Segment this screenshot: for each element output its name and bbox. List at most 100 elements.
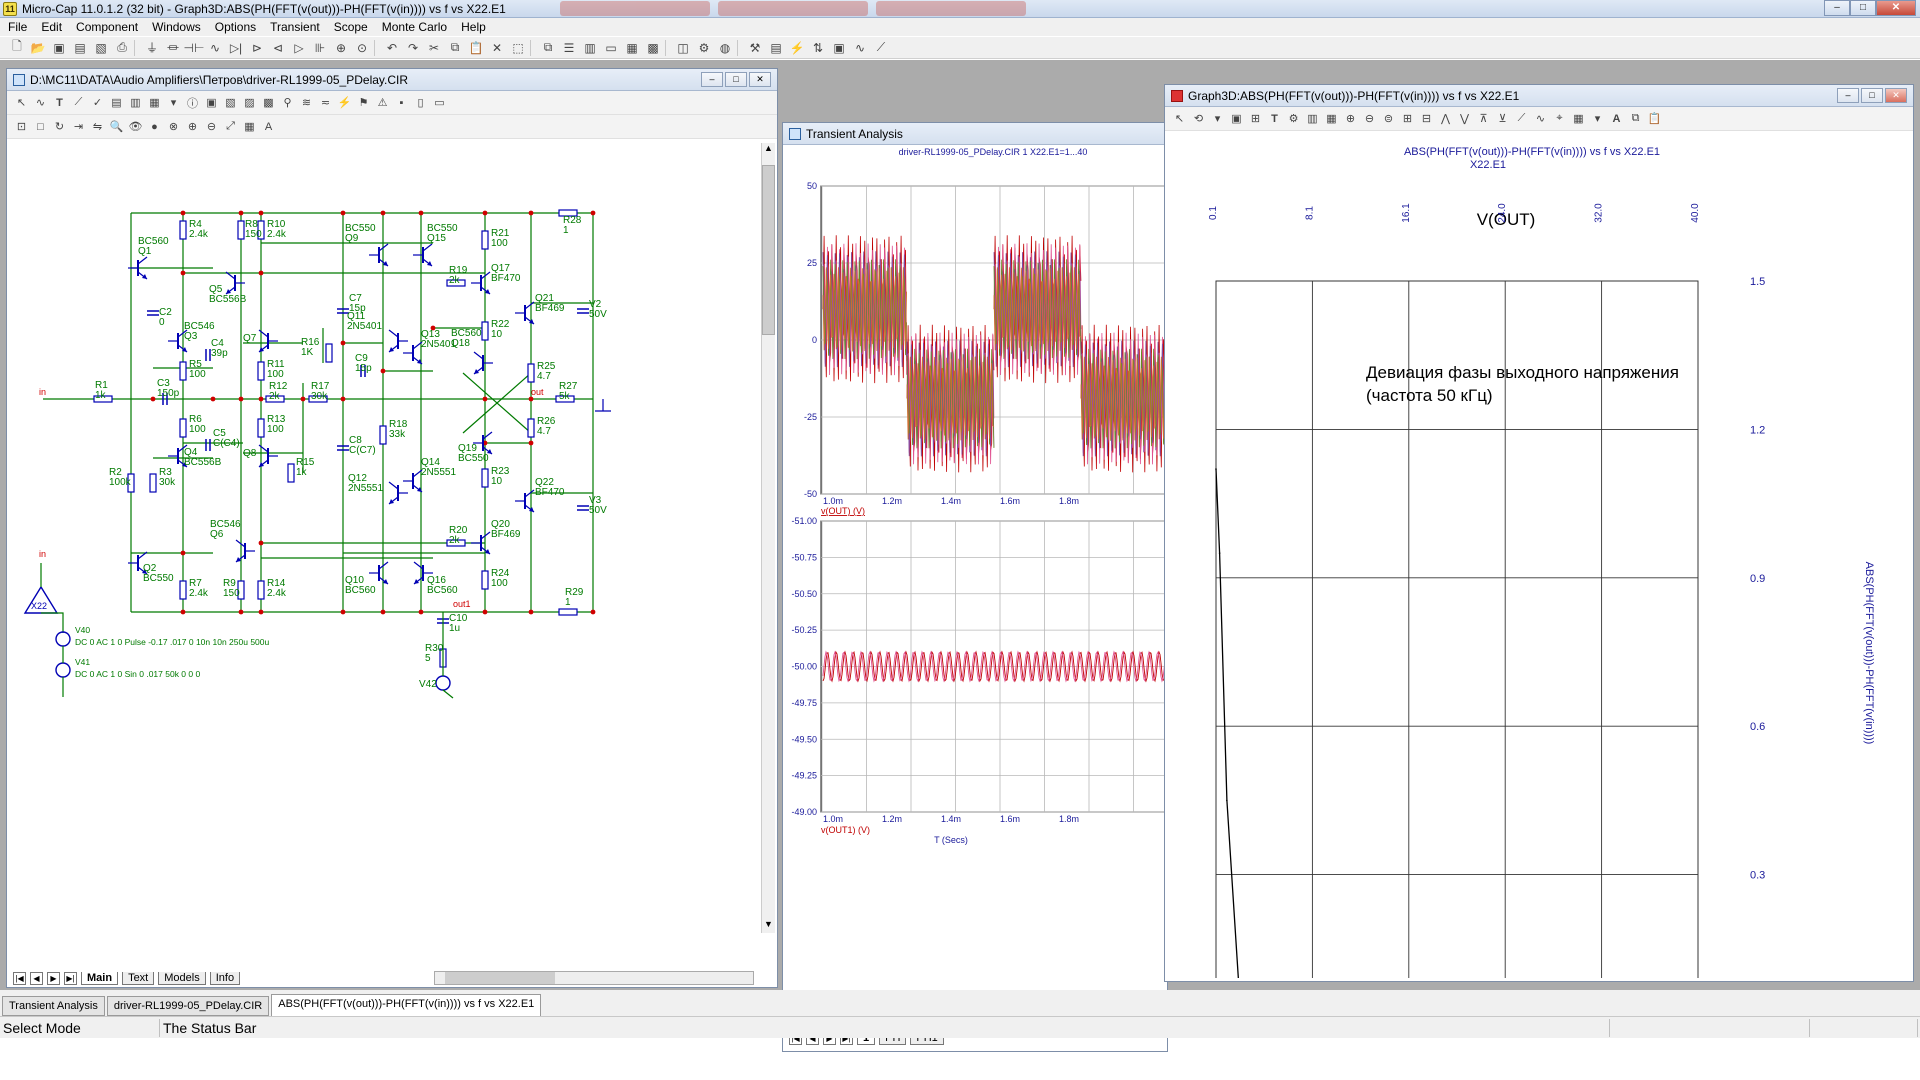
analysis-settings-icon[interactable]: ⚒ xyxy=(749,40,761,55)
component-ref-q7[interactable]: Q7 xyxy=(243,333,257,344)
dropdown-icon[interactable]: ▾ xyxy=(1214,113,1221,125)
minimize-button[interactable]: – xyxy=(1824,0,1850,16)
component-editor-icon[interactable]: ⚙ xyxy=(698,40,710,55)
resistor-r2[interactable] xyxy=(127,473,135,493)
select-icon[interactable]: ↖ xyxy=(1174,113,1185,125)
redo-icon[interactable]: ↷ xyxy=(407,40,419,55)
menu-edit[interactable]: Edit xyxy=(41,20,63,34)
v40-spec[interactable]: DC 0 AC 1 0 Pulse -0.17 .017 0 10n 10n 2… xyxy=(75,637,269,647)
peak-icon[interactable]: ⋀ xyxy=(1440,113,1451,125)
diagonal-wire-icon[interactable]: ✓ xyxy=(92,97,103,109)
menu-scope[interactable]: Scope xyxy=(333,20,368,34)
component-ref-q13[interactable]: Q13 xyxy=(421,329,440,340)
window-tab-transient[interactable]: Transient Analysis xyxy=(2,996,105,1016)
component-ref-r20[interactable]: R20 xyxy=(449,525,468,536)
component-value-q6[interactable]: BC546 xyxy=(210,519,241,530)
resistor-r1[interactable] xyxy=(93,395,113,403)
source-v42[interactable] xyxy=(435,675,451,691)
component-ref-r10[interactable]: R10 xyxy=(267,219,286,230)
transistor-q6[interactable] xyxy=(235,539,255,563)
transistor-q9[interactable] xyxy=(369,243,389,267)
tile-horizontal-icon[interactable]: ☰ xyxy=(563,40,575,55)
component-ref-q22[interactable]: Q22 xyxy=(535,477,554,488)
component-value-r8[interactable]: 150 xyxy=(245,229,262,240)
x22-label[interactable]: X22 xyxy=(31,601,47,611)
component-ref-q3[interactable]: Q3 xyxy=(184,331,198,342)
component-ref-c4[interactable]: C4 xyxy=(211,338,224,349)
v41-spec[interactable]: DC 0 AC 1 0 Sin 0 .017 50k 0 0 0 xyxy=(75,669,200,679)
component-value-q10[interactable]: BC560 xyxy=(345,585,376,596)
zoom-fit-icon[interactable]: ⊜ xyxy=(1383,113,1394,125)
tab-models[interactable]: Models xyxy=(158,971,206,985)
component-ref-c8[interactable]: C8 xyxy=(349,435,362,446)
close-button[interactable]: ✕ xyxy=(1876,0,1916,16)
component-ref-q1[interactable]: Q1 xyxy=(138,246,152,257)
resistor-r15[interactable] xyxy=(287,463,295,483)
transistor-q2[interactable] xyxy=(128,551,148,575)
tab-text[interactable]: Text xyxy=(122,971,155,985)
component-ref-r12[interactable]: R12 xyxy=(269,381,288,392)
transistor-q12[interactable] xyxy=(388,481,408,505)
component-ref-v3[interactable]: V3 xyxy=(589,495,602,506)
scale-icon[interactable]: ⊞ xyxy=(1250,113,1261,125)
component-ref-q12[interactable]: Q12 xyxy=(348,473,367,484)
component-value-q15[interactable]: BC550 xyxy=(427,223,458,234)
graph3d-minimize-button[interactable]: – xyxy=(1837,88,1859,103)
rotate-3d-icon[interactable]: ⟲ xyxy=(1193,113,1204,125)
transistor-q20[interactable] xyxy=(471,531,491,555)
component-value-q14[interactable]: 2N5551 xyxy=(421,467,456,478)
opamp-icon[interactable]: ▷ xyxy=(294,40,304,55)
component-value-r17[interactable]: 30k xyxy=(311,391,328,402)
menu-options[interactable]: Options xyxy=(214,20,257,34)
component-ref-q2[interactable]: Q2 xyxy=(143,563,157,574)
resistor-r23[interactable] xyxy=(481,468,489,488)
resistor-r13[interactable] xyxy=(257,418,265,438)
resistor-r6[interactable] xyxy=(179,418,187,438)
graph3d-maximize-button[interactable]: □ xyxy=(1861,88,1883,103)
resistor-r5[interactable] xyxy=(179,361,187,381)
component-ref-c5[interactable]: C5 xyxy=(213,428,226,439)
scroll-down-arrow-icon[interactable]: ▼ xyxy=(764,919,773,929)
window-tab-graph3d[interactable]: ABS(PH(FFT(v(out)))-PH(FFT(v(in)))) vs f… xyxy=(271,994,542,1016)
graph3d-plot-canvas[interactable]: ABS(PH(FFT(v(out)))-PH(FFT(v(in)))) vs f… xyxy=(1166,133,1912,978)
graph3d-close-button[interactable]: ✕ xyxy=(1885,88,1907,103)
component-value-r6[interactable]: 100 xyxy=(189,424,206,435)
component-value-v2[interactable]: 50V xyxy=(589,309,607,320)
source-v40[interactable] xyxy=(55,631,71,647)
text-mode-icon[interactable]: T xyxy=(56,96,63,109)
component-ref-r18[interactable]: R18 xyxy=(389,419,408,430)
component-ref-r6[interactable]: R6 xyxy=(189,414,202,425)
component-ref-r24[interactable]: R24 xyxy=(491,568,510,579)
component-value-c8[interactable]: C(C7) xyxy=(349,445,376,456)
component-value-r14[interactable]: 2.4k xyxy=(267,588,287,599)
flag-icon[interactable]: ▦ xyxy=(149,97,160,109)
scroll-up-arrow-icon[interactable]: ▲ xyxy=(764,143,773,153)
component-ref-r5[interactable]: R5 xyxy=(189,359,202,370)
select-mode-icon[interactable]: ↖ xyxy=(16,97,27,109)
resistor-r21[interactable] xyxy=(481,230,489,250)
graph3d-annotation-line2[interactable]: (частота 50 кГц) xyxy=(1366,386,1493,405)
component-value-r29[interactable]: 1 xyxy=(565,597,571,608)
component-value-r18[interactable]: 33k xyxy=(389,429,406,440)
calculator-icon[interactable]: ▩ xyxy=(647,40,659,55)
component-value-c9[interactable]: 15p xyxy=(355,363,372,374)
scroll-thumb[interactable] xyxy=(762,165,775,335)
component-value-q18[interactable]: BC560 xyxy=(451,328,482,339)
component-value-r2[interactable]: 100k xyxy=(109,477,132,488)
component-ref-r1[interactable]: R1 xyxy=(95,380,108,391)
resistor-r22[interactable] xyxy=(481,321,489,341)
menu-windows[interactable]: Windows xyxy=(152,20,201,34)
diode-icon[interactable]: ▷| xyxy=(229,40,243,55)
battery-icon[interactable]: ⊪ xyxy=(314,40,326,55)
component-ref-r8[interactable]: R8 xyxy=(245,219,258,230)
slope-icon[interactable]: ⟋ xyxy=(1517,112,1526,124)
transistor-q19[interactable] xyxy=(473,431,493,455)
resistor-r7[interactable] xyxy=(179,580,187,600)
plot-icon[interactable]: ∿ xyxy=(854,40,866,55)
node-label-in[interactable]: in xyxy=(39,387,46,397)
node-voltages-icon[interactable]: ≋ xyxy=(301,97,312,109)
graph3d-window[interactable]: Graph3D:ABS(PH(FFT(v(out)))-PH(FFT(v(in)… xyxy=(1164,84,1914,982)
table-icon[interactable]: ▦ xyxy=(1326,113,1337,125)
schematic-horizontal-scrollbar[interactable] xyxy=(434,971,755,985)
component-ref-r21[interactable]: R21 xyxy=(491,228,510,239)
